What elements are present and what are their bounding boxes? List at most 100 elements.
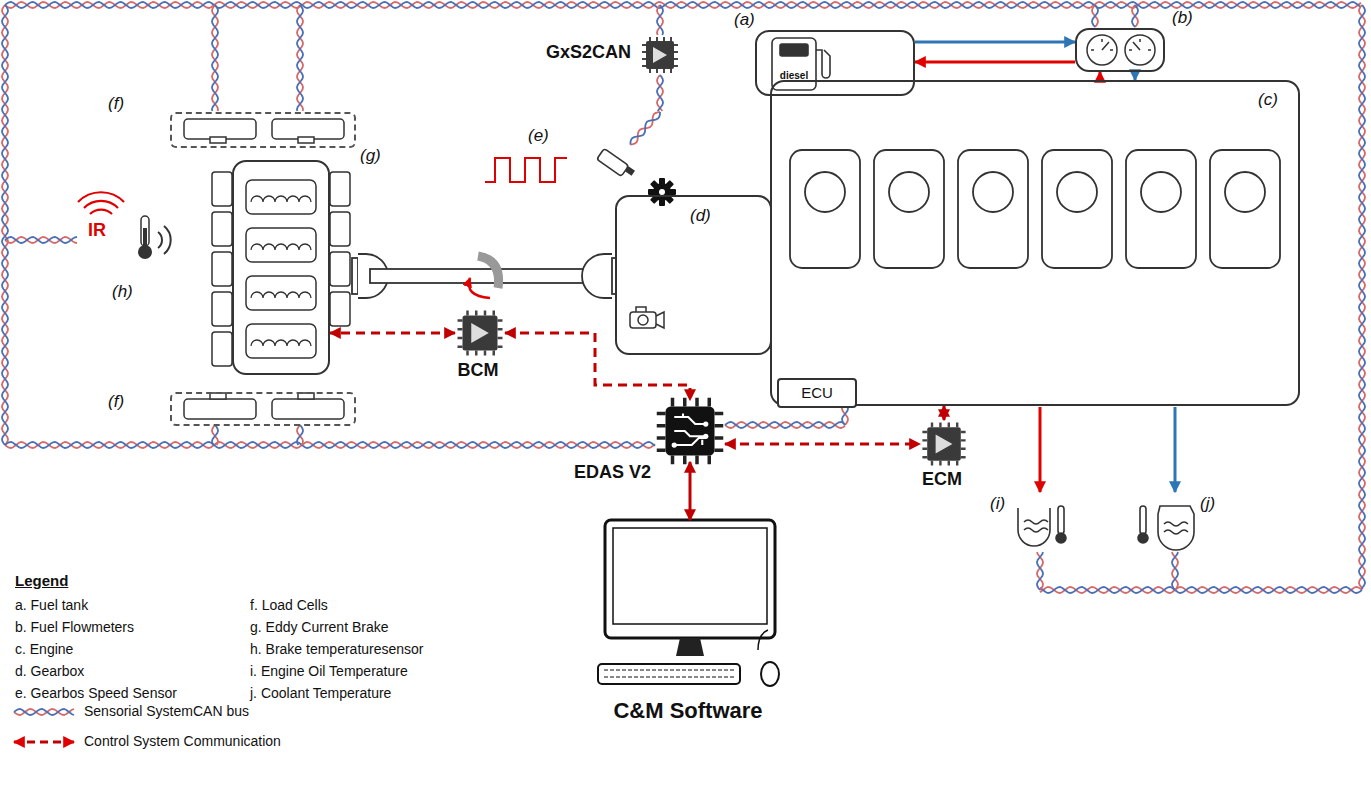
node-text: (b) [1172, 8, 1193, 28]
node-text: (a) [734, 10, 755, 30]
flowmeter-gauge [1087, 35, 1155, 65]
can-wire [212, 5, 218, 111]
cylinder [790, 150, 1280, 268]
can-bus [2, 2, 1365, 715]
node-text: (f) [108, 94, 124, 114]
load-cells: (f) [170, 112, 356, 148]
legend-sample-control [14, 741, 74, 744]
legend-text: b. Fuel Flowmeters [15, 619, 134, 635]
can-wire [5, 442, 655, 448]
fuel-tank: (a)diesel [755, 30, 915, 96]
can-wire [14, 709, 74, 715]
bcm-chip [458, 311, 503, 356]
can-wire [842, 407, 848, 425]
can-wire [657, 75, 663, 111]
control-link [330, 332, 455, 335]
can-wire [5, 2, 1361, 8]
flow-arrow [915, 61, 1075, 64]
legend-text: Control System Communication [84, 733, 281, 749]
node-text: C&M Software [613, 698, 762, 723]
control-link [725, 443, 920, 446]
ecm-module: ECM [920, 420, 968, 468]
can-wire [212, 425, 218, 445]
oil-flow-arrow [1039, 407, 1042, 492]
legend-text: Sensorial SystemCAN bus [84, 703, 249, 719]
legend-text: f. Load Cells [250, 597, 328, 613]
can-wire [1359, 5, 1365, 589]
computer-software: C&M Software [605, 520, 775, 638]
control-link [505, 333, 690, 400]
legend-text: d. Gearbox [15, 663, 84, 679]
pulse-signal [485, 158, 567, 182]
can-wire [1172, 552, 1178, 590]
gear-icon [648, 178, 676, 206]
can-wire [212, 5, 218, 111]
label: (e) [528, 126, 549, 146]
can-wire [14, 709, 74, 715]
can-wire [1040, 587, 1362, 593]
node-text: EDAS V2 [574, 462, 651, 483]
gxs2can-module: GxS2CAN [640, 35, 680, 75]
legend-text: e. Gearbos Speed Sensor [15, 685, 177, 701]
coolant-flow-arrow [1174, 407, 1177, 492]
label: (h) [112, 282, 133, 302]
drive-shaft [352, 254, 616, 298]
can-wire [297, 5, 303, 111]
eddy-current-brake: (g) [232, 160, 330, 375]
node-text: (d) [690, 206, 711, 226]
flow-arrow [689, 462, 692, 520]
can-wire [1092, 5, 1098, 27]
bcm-module: BCM [455, 308, 505, 358]
can-wire [1359, 5, 1365, 589]
can-wire [1037, 552, 1043, 590]
node-text: ECM [922, 469, 962, 490]
node-text: BCM [458, 360, 499, 381]
ecm-chip [922, 422, 965, 465]
can-wire [212, 425, 218, 445]
rotation-arrow [469, 278, 490, 298]
can-wire [5, 2, 1361, 8]
label: Legend [15, 572, 68, 589]
can-wire [1132, 5, 1138, 27]
node-text: ECU [801, 384, 833, 401]
label: (j) [1200, 494, 1215, 514]
coolant-temp-sensor [1138, 506, 1194, 550]
edas-chip [657, 398, 724, 465]
can-wire [725, 422, 845, 428]
can-wire [657, 5, 663, 35]
can-wire [657, 5, 663, 35]
can-wire [725, 422, 845, 428]
computer [598, 520, 779, 686]
can-wire [1172, 552, 1178, 590]
can-wire [657, 75, 663, 111]
can-wire [5, 237, 77, 243]
can-wire [1037, 552, 1043, 590]
legend-text: c. Engine [15, 641, 73, 657]
ir-waves [78, 192, 124, 214]
edas-module: EDAS V2 [655, 400, 725, 462]
gearbox: (d) [615, 195, 772, 355]
gxs2can-chip [642, 37, 678, 73]
can-wire [5, 442, 655, 448]
can-wire [1040, 587, 1362, 593]
node-text: (c) [1258, 90, 1278, 110]
fuel-pump-icon [772, 38, 830, 90]
label: IR [88, 220, 106, 241]
rotation-band [478, 256, 499, 288]
can-wire [297, 425, 303, 445]
can-wire [842, 407, 848, 425]
thermometer-icon [138, 216, 171, 259]
can-wire [5, 237, 77, 243]
engine: (c) ECU [770, 80, 1300, 406]
flow-arrow [1099, 72, 1102, 80]
legend-text: i. Engine Oil Temperature [250, 663, 408, 679]
gearbox-icon [630, 307, 664, 328]
can-wire [297, 425, 303, 445]
can-wire [1132, 5, 1138, 27]
legend-text: j. Coolant Temperature [250, 685, 391, 701]
can-wire [2, 5, 8, 445]
flow-arrow [915, 41, 1075, 44]
load-cell [184, 119, 344, 419]
can-wire [297, 5, 303, 111]
